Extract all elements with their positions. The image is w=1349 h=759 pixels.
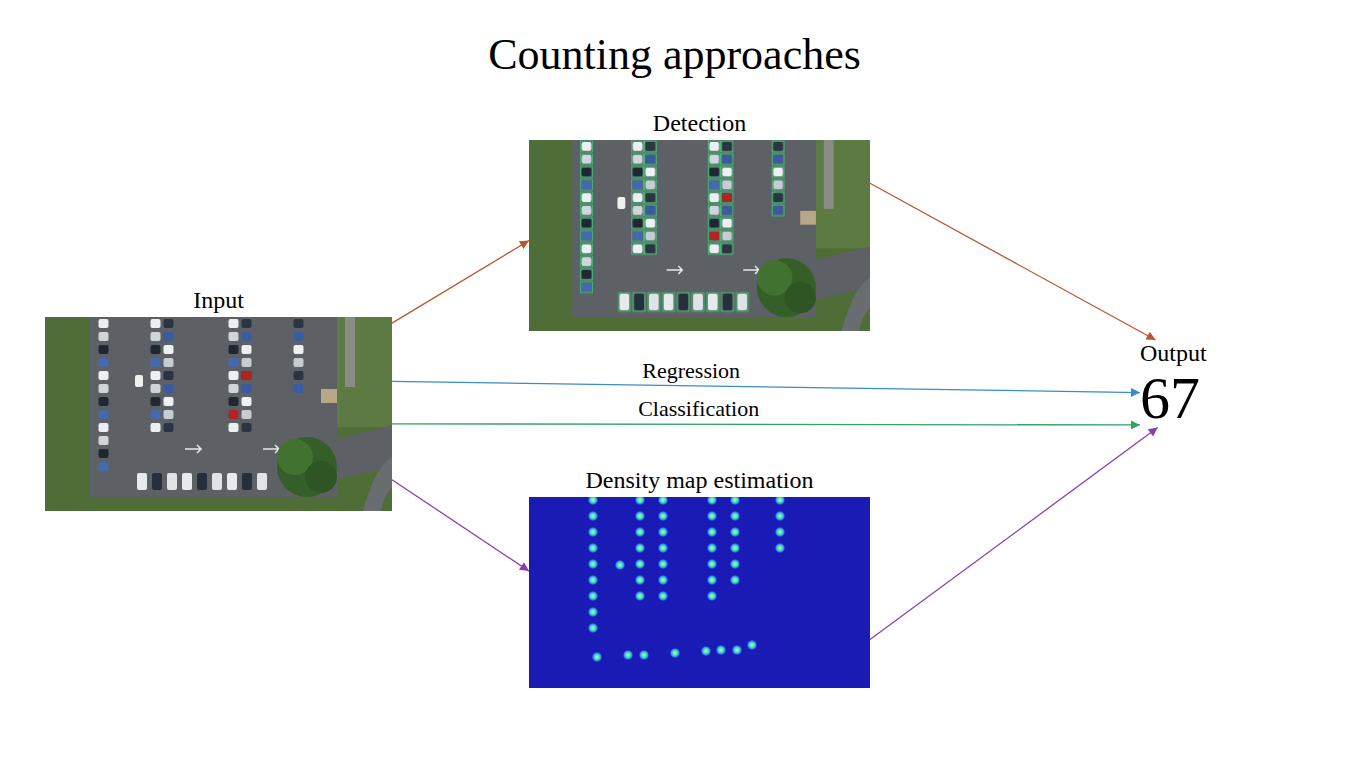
input-photo (45, 317, 392, 511)
diagram-title: Counting approaches (0, 30, 1349, 81)
art-circle (747, 640, 758, 651)
art-rect (706, 497, 718, 604)
detection-photo (529, 140, 870, 331)
connector-arrow (392, 424, 1140, 425)
node-heading: Detection (529, 110, 870, 138)
art-circle (701, 646, 712, 657)
connector-arrow (870, 183, 1156, 340)
count-value: 67 (1140, 368, 1211, 428)
node-heading: Output (1140, 340, 1211, 368)
art-circle (623, 650, 634, 661)
art-circle (615, 560, 626, 571)
connector-arrow (392, 480, 529, 571)
connector-arrow (392, 381, 1140, 392)
art-rect (729, 497, 741, 588)
art-circle (732, 645, 743, 656)
output-node: Output67 (1140, 340, 1211, 428)
art-rect (774, 497, 786, 556)
art-rect (529, 497, 870, 688)
edge-label: Classification (637, 397, 760, 421)
art-circle (670, 648, 681, 659)
detection-boxes (580, 140, 784, 313)
art-rect (587, 497, 599, 636)
art-rect (634, 497, 646, 604)
connector-arrow (392, 241, 529, 324)
node-heading: Density map estimation (529, 467, 870, 495)
node-heading: Input (45, 287, 392, 315)
connector-arrow (870, 428, 1158, 640)
art-rect (657, 497, 669, 604)
art-circle (639, 650, 650, 661)
image-panel: Detection (529, 110, 870, 331)
edge-label: Regression (641, 359, 741, 383)
density-map (529, 497, 870, 688)
art-circle (716, 645, 727, 656)
art-circle (592, 652, 603, 663)
image-panel: Input (45, 287, 392, 511)
image-panel: Density map estimation (529, 467, 870, 688)
